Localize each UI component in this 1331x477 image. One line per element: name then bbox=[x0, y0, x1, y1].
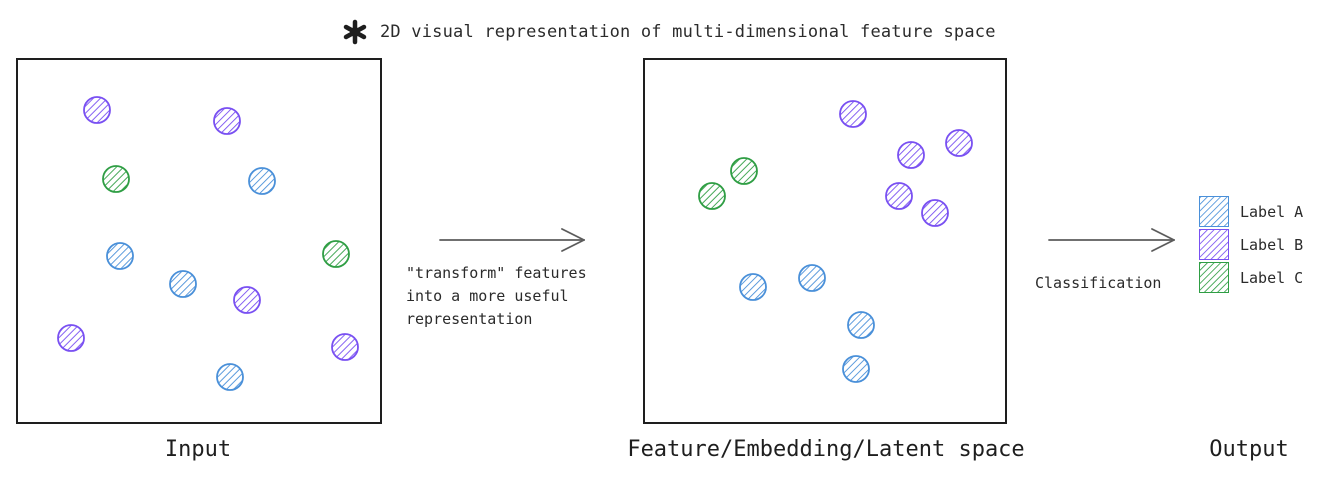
output-legend: Label A Label B Label C bbox=[1199, 195, 1303, 294]
classification-label: Classification bbox=[1035, 274, 1162, 292]
latent-space-panel bbox=[643, 58, 1007, 424]
transform-description: "transform" features into a more useful … bbox=[406, 264, 587, 328]
latent-caption: Feature/Embedding/Latent space bbox=[627, 437, 1025, 462]
input-caption: Input bbox=[164, 437, 232, 462]
legend-item-c: Label C bbox=[1199, 261, 1303, 294]
classification-arrow bbox=[1048, 228, 1175, 252]
legend-label-c: Label C bbox=[1240, 268, 1304, 287]
note-text: 2D visual representation of multi-dimens… bbox=[380, 22, 996, 42]
legend-label-b: Label B bbox=[1240, 235, 1304, 254]
feature-space-note: 2D visual representation of multi-dimens… bbox=[342, 18, 996, 46]
input-space-panel bbox=[16, 58, 382, 424]
output-caption: Output bbox=[1209, 437, 1289, 462]
legend-item-a: Label A bbox=[1199, 195, 1303, 228]
swatch-label-b bbox=[1199, 229, 1229, 260]
legend-item-b: Label B bbox=[1199, 228, 1303, 261]
asterisk-icon bbox=[343, 19, 367, 45]
legend-label-a: Label A bbox=[1240, 202, 1304, 221]
swatch-label-a bbox=[1199, 196, 1229, 227]
swatch-label-c bbox=[1199, 262, 1229, 293]
transform-arrow bbox=[439, 228, 585, 252]
